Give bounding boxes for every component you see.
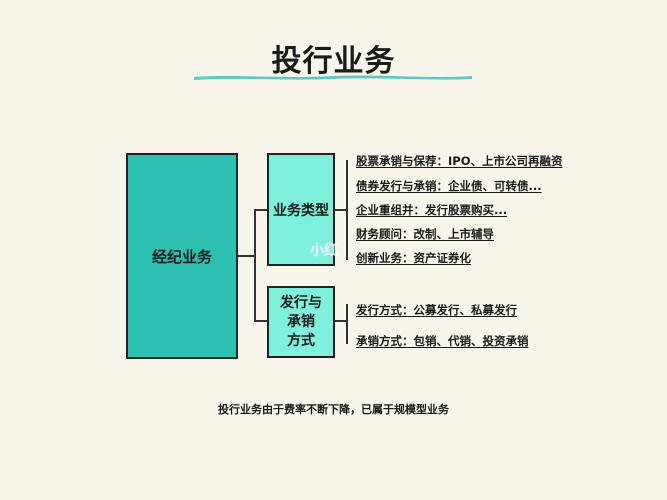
business-type-item: 创新业务：资产证券化 xyxy=(356,251,471,265)
issue-method-item: 发行方式：公募发行、私募发行 xyxy=(356,303,517,317)
business-type-item: 债券发行与承销：企业债、可转债... xyxy=(356,179,542,193)
node-business-types: 业务类型 xyxy=(267,153,335,266)
issue-method-item: 承销方式：包销、代销、投资承销 xyxy=(356,334,529,348)
connector-to-business-types xyxy=(254,209,267,211)
business-type-item: 企业重组并：发行股票购买... xyxy=(356,203,508,217)
watermark: 小红 xyxy=(310,243,338,259)
title-brush-stroke xyxy=(194,75,472,80)
bracket-business-types-vertical xyxy=(346,160,348,260)
node-issue-underwriting-methods: 发行与 承销 方式 xyxy=(267,286,335,358)
node-issue-label-line2: 承销 xyxy=(287,313,315,330)
node-issue-label-line3: 方式 xyxy=(287,332,315,349)
root-node-brokerage: 经纪业务 xyxy=(126,153,238,359)
bracket-issue-methods-vertical xyxy=(346,304,348,344)
connector-root-out xyxy=(238,255,255,257)
page-title: 投行业务 xyxy=(271,44,396,79)
footer-caption: 投行业务由于费率不断下降，已属于规模型业务 xyxy=(218,403,449,416)
connector-to-issue-methods xyxy=(254,320,267,322)
root-node-label: 经纪业务 xyxy=(151,247,212,266)
node-business-types-label: 业务类型 xyxy=(273,202,329,219)
connector-vertical-trunk xyxy=(254,209,256,321)
node-issue-label-line1: 发行与 xyxy=(280,294,322,311)
bracket-business-types xyxy=(335,209,347,211)
business-type-item: 财务顾问：改制、上市辅导 xyxy=(356,227,494,241)
business-type-item: 股票承销与保荐：IPO、上市公司再融资 xyxy=(356,154,563,168)
bracket-issue-methods xyxy=(335,320,347,322)
